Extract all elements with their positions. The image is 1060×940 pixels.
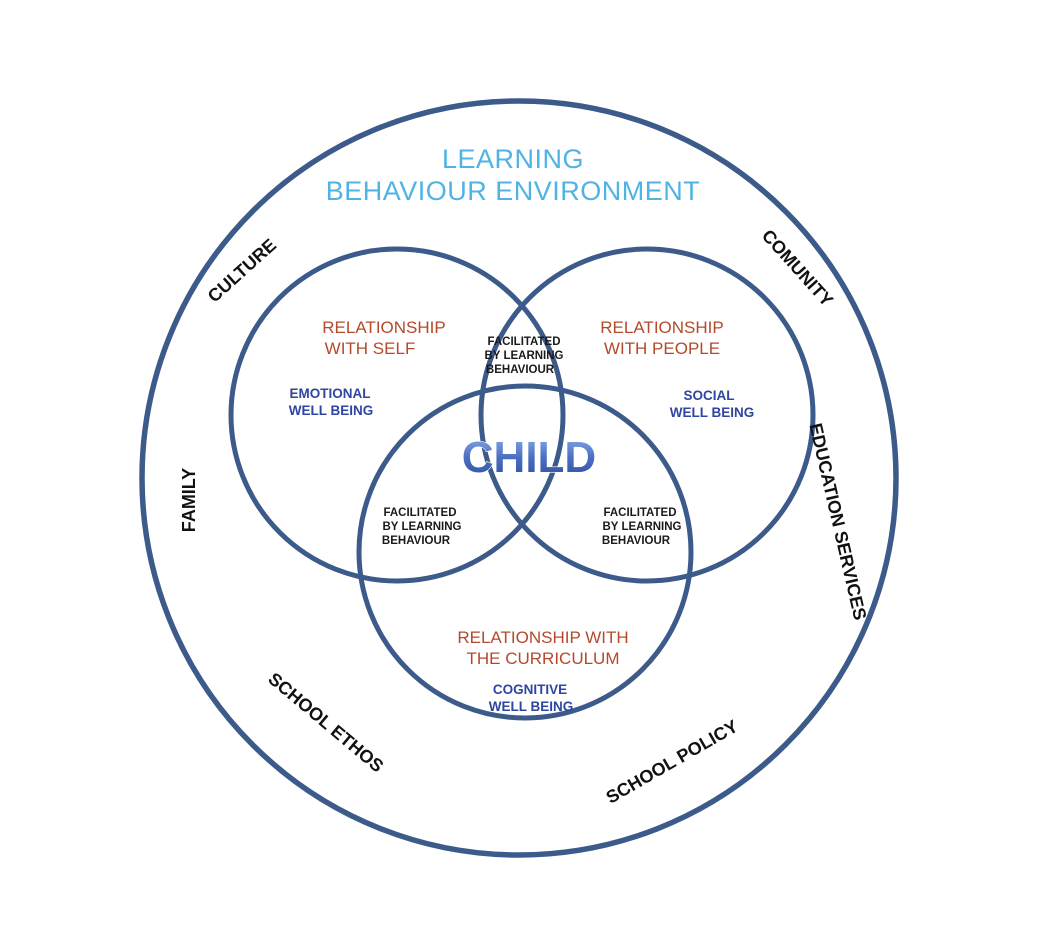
people-wellbeing-line2: WELL BEING: [670, 405, 755, 420]
outer-label-community: COMUNITY: [758, 226, 837, 311]
environment-title-line2: BEHAVIOUR ENVIRONMENT: [326, 176, 701, 206]
self-title-line1: RELATIONSHIP: [322, 318, 445, 337]
overlap-left-line3: BEHAVIOUR: [382, 535, 451, 547]
self-wellbeing-line2: WELL BEING: [289, 403, 374, 418]
self-circle: [228, 246, 566, 584]
overlap-right-line2: BY LEARNING: [602, 521, 681, 533]
people-circle: [478, 246, 816, 584]
outer-label-school-ethos: SCHOOL ETHOS: [264, 669, 387, 777]
outer-label-education-services: EDUCATION SERVICES: [805, 421, 870, 622]
curriculum-wellbeing-line1: COGNITIVE: [493, 682, 567, 697]
overlap-top-line1: FACILITATED: [487, 336, 560, 348]
overlap-top-line2: BY LEARNING: [484, 350, 563, 362]
curriculum-title-line1: RELATIONSHIP WITH: [457, 628, 628, 647]
center-child-label: CHILD: [462, 433, 596, 482]
self-wellbeing-line1: EMOTIONAL: [290, 386, 371, 401]
curriculum-circle: [356, 383, 694, 721]
people-wellbeing-line1: SOCIAL: [683, 388, 734, 403]
curriculum-title-line2: THE CURRICULUM: [467, 649, 620, 668]
curriculum-wellbeing-line2: WELL BEING: [489, 699, 574, 714]
outer-label-culture: CULTURE: [204, 235, 280, 307]
outer-label-family: FAMILY: [179, 468, 199, 532]
overlap-left-line1: FACILITATED: [383, 507, 456, 519]
overlap-top-line3: BEHAVIOUR: [486, 364, 555, 376]
outer-environment-ring: [139, 98, 899, 858]
overlap-right-line1: FACILITATED: [603, 507, 676, 519]
self-title-line2: WITH SELF: [325, 339, 416, 358]
overlap-right-line3: BEHAVIOUR: [602, 535, 671, 547]
overlap-left-line2: BY LEARNING: [382, 521, 461, 533]
people-title-line2: WITH PEOPLE: [604, 339, 720, 358]
people-title-line1: RELATIONSHIP: [600, 318, 723, 337]
environment-title-line1: LEARNING: [442, 144, 584, 174]
